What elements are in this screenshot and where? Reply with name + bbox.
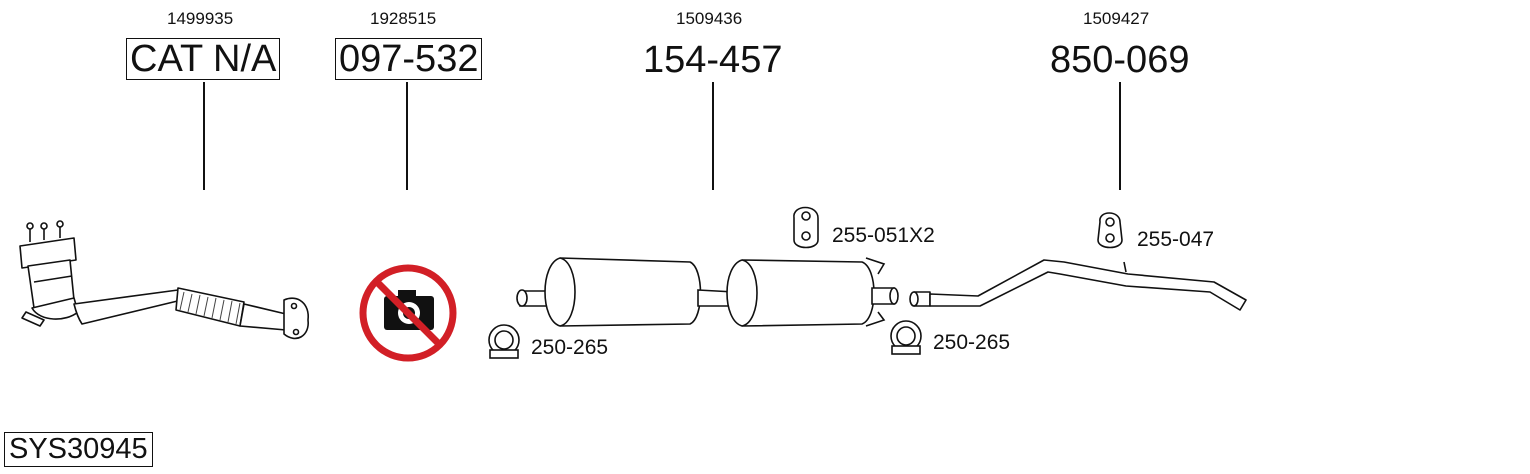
part-code-3: 1509436 [676,9,743,28]
part-label-4[interactable]: 850-069 [1050,39,1190,81]
rubber-mount-icon-1 [793,206,819,249]
fitting-label-4[interactable]: 250-265 [933,331,1011,354]
fitting-label-3[interactable]: 250-265 [531,336,609,359]
fitting-label-1[interactable]: 255-051X2 [832,224,935,247]
part-code-1: 1499935 [167,9,234,28]
no-photo-icon [359,264,457,362]
rubber-mount-icon-2 [1097,212,1123,249]
clamp-icon-2 [890,320,922,355]
part-label-3[interactable]: 154-457 [643,39,783,81]
silencer-assembly-drawing [516,257,899,327]
clamp-icon-1 [488,324,520,359]
part-code-4: 1509427 [1083,9,1150,28]
tail-pipe-drawing [909,259,1247,311]
part-label-1[interactable]: CAT N/A [126,38,281,80]
system-code: SYS30945 [4,432,153,467]
part-code-2: 1928515 [370,9,437,28]
catalytic-converter-drawing [19,220,309,340]
fitting-label-2[interactable]: 255-047 [1137,228,1215,251]
part-label-2[interactable]: 097-532 [335,38,483,80]
